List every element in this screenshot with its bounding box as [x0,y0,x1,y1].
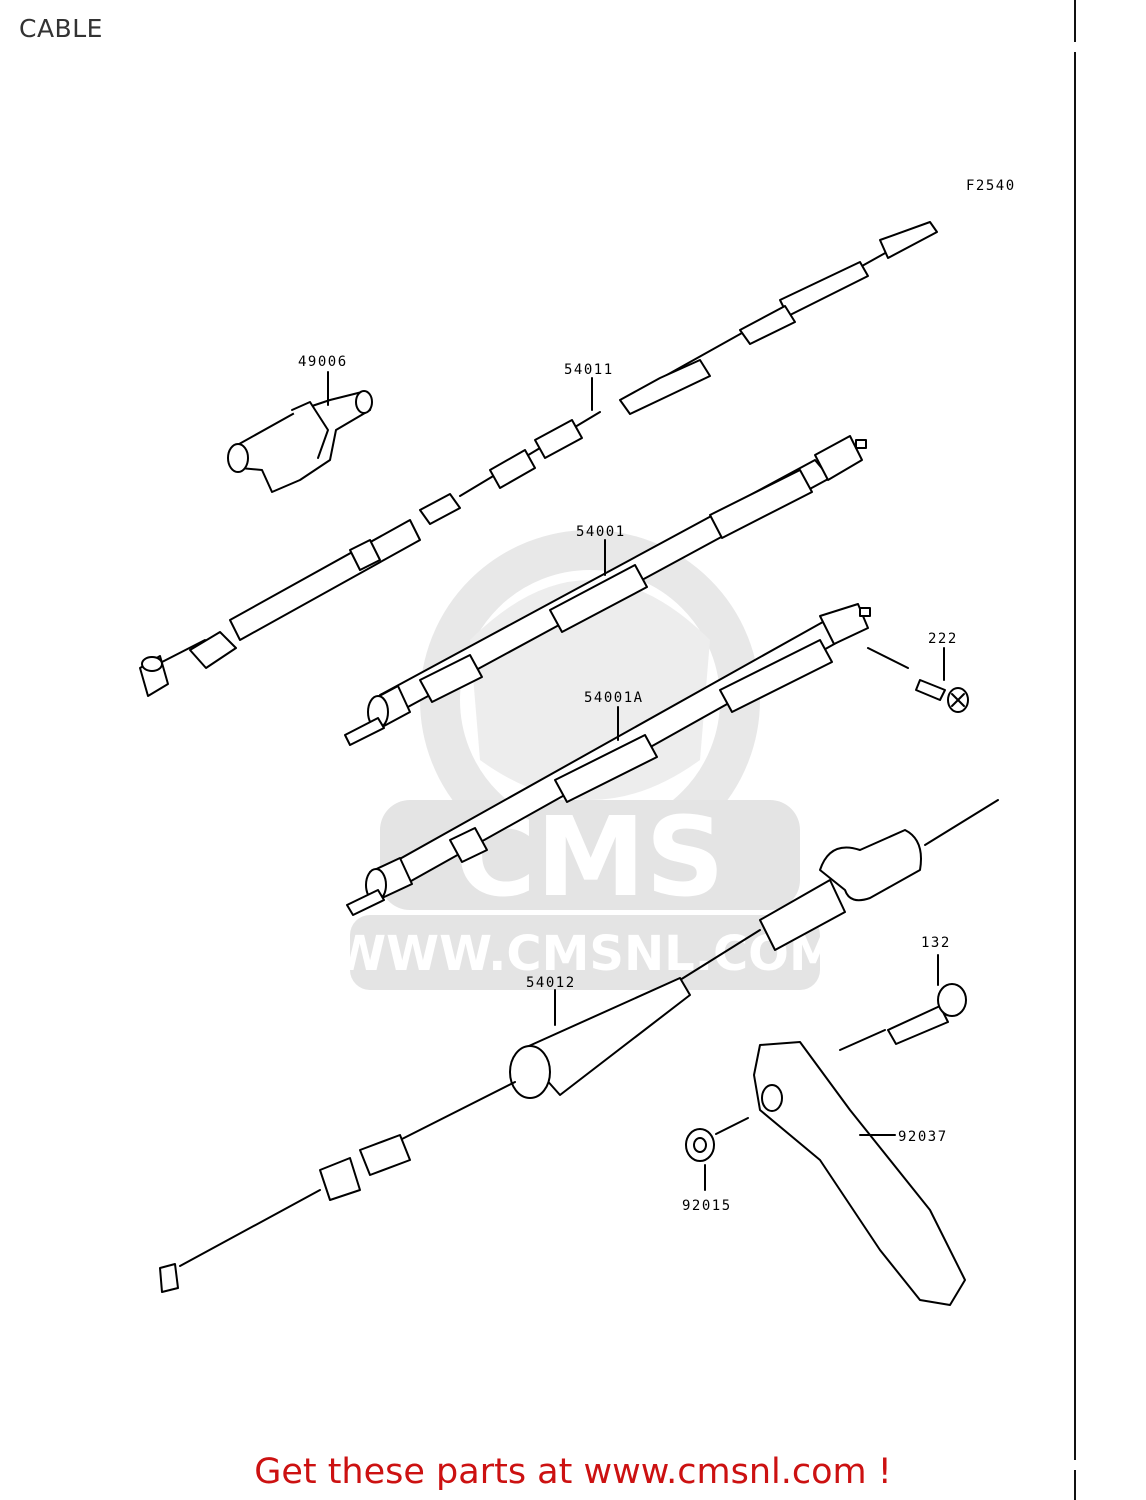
label-49006: 49006 [298,354,348,370]
figure-code: F2540 [966,178,1016,194]
bottom-divider [1074,1470,1076,1500]
label-92015: 92015 [682,1198,732,1214]
page-title: CABLE [19,14,103,43]
top-divider [1074,0,1076,42]
label-222: 222 [928,631,958,647]
part-92015-nut[interactable] [685,1117,749,1191]
label-132: 132 [921,935,951,951]
part-54001-cable[interactable] [344,435,867,746]
label-54012: 54012 [526,975,576,991]
side-divider [1074,52,1076,1460]
part-92037-bracket[interactable] [753,1029,966,1306]
label-54011: 54011 [564,362,614,378]
leader-lines [327,371,945,1026]
part-49006-boot[interactable] [227,390,373,493]
part-54011-cable[interactable] [139,221,938,697]
label-54001A: 54001A [584,690,644,706]
part-132-bolt[interactable] [887,954,967,1045]
watermark-site: WWW.CMSNL.COM [333,926,837,982]
promo-link[interactable]: Get these parts at www.cmsnl.com ! [254,1452,892,1492]
label-54001: 54001 [576,524,626,540]
label-92037: 92037 [898,1129,948,1145]
part-54001A-cable[interactable] [346,603,871,916]
part-222-screw[interactable] [867,647,969,713]
part-54012-cable[interactable] [159,799,999,1293]
